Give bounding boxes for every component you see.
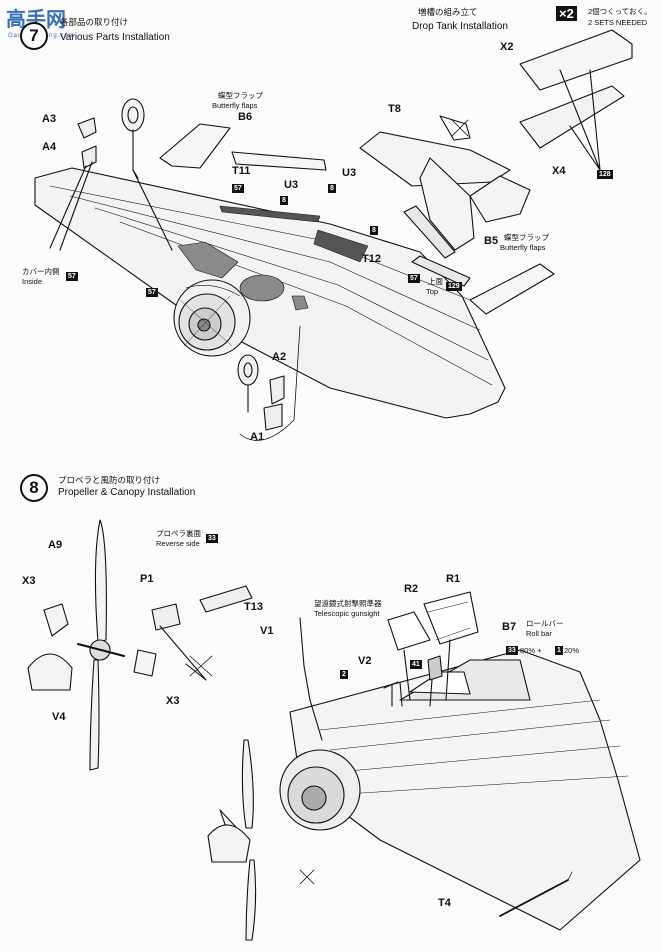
gunsight-jp: 望遠鏡式射撃照準器 [314,599,382,608]
no-glue-icon-1 [451,119,469,137]
roll-bar-en: Roll bar [526,629,552,638]
step-8-badge: 8 [20,474,48,502]
paint-code-8b: 8 [328,184,336,193]
paint-code-8a: 8 [280,196,288,205]
roll-bar-jp: ロールバー [526,619,564,628]
landing-gear-left [49,98,173,251]
part-label-x3-left: X3 [22,575,36,587]
part-label-v1: V1 [260,625,274,637]
paint-code-57d: 57 [146,288,158,297]
part-label-t8: T8 [388,103,401,115]
part-label-a1: A1 [250,431,265,443]
inside-label-en: Inside [22,277,43,286]
step-8-title-jp: プロペラと風防の取り付け [58,475,161,485]
paint-code-8c: 8 [370,226,378,235]
wing-assembly [34,167,506,419]
part-label-b5: B5 [484,235,499,247]
tail-assembly [359,131,531,287]
paint-code-33b: 33 [506,646,518,655]
part-label-v4: V4 [52,711,66,723]
reverse-side-jp: プロペラ裏面 [156,529,201,538]
step-7-title-jp: 各部品の取り付け [60,17,129,27]
part-label-t12: T12 [362,253,381,265]
paint-code-57b: 57 [408,274,420,283]
t4-antenna-rod [499,871,573,917]
butterfly-flaps-en-2: Butterfly flaps [500,243,546,252]
inside-label-jp: カバー内側 [22,267,60,276]
step-8-title-en: Propeller & Canopy Installation [58,487,196,498]
engine-cowling [173,279,251,357]
sets-count-badge: ×2 [556,6,577,21]
part-label-t4: T4 [438,897,451,909]
paint-code-33a: 33 [206,534,218,543]
part-label-t11: T11 [232,165,251,177]
landing-gear-right [237,325,301,441]
part-label-x2: X2 [500,41,514,53]
butterfly-flaps-jp-1: 蝶型フラップ [218,91,263,100]
paint-code-57c: 57 [66,272,78,281]
paint-code-129: 129 [446,282,462,291]
step-7-title-en: Various Parts Installation [60,32,170,43]
paint-code-1: 1 [555,646,563,655]
drop-tank-title-en: Drop Tank Installation [412,21,508,32]
part-label-a4: A4 [42,141,57,153]
gunsight-en: Telescopic gunsight [314,609,380,618]
butterfly-flaps-jp-2: 蝶型フラップ [504,233,549,242]
part-label-x4: X4 [552,165,566,177]
butterfly-flaps-en-1: Butterfly flaps [212,101,258,110]
canopy-parts [299,591,479,741]
drop-tank-parts [439,29,633,171]
part-label-t13: T13 [244,601,263,613]
part-label-b7: B7 [502,621,517,633]
part-label-r2: R2 [404,583,419,595]
paint-code-128: 128 [597,170,613,179]
paint-code-57a: 57 [232,184,244,193]
drop-tank-and-flap [159,123,555,315]
paint-mix-text-2: 20% [564,646,580,655]
part-label-r1: R1 [446,573,461,585]
part-label-u3-right: U3 [342,167,357,179]
part-label-a3: A3 [42,113,57,125]
sets-note-en: 2 SETS NEEDED [588,18,648,27]
part-label-a2: A2 [272,351,287,363]
sets-note-jp: 2個つくっておく。 [588,7,652,16]
part-label-x3-right: X3 [166,695,180,707]
part-label-v2: V2 [358,655,372,667]
drop-tank-title-jp: 増槽の組み立て [418,7,478,17]
paint-code-41: 41 [410,660,422,669]
top-label-en: Top [426,287,439,296]
paint-mix-text: 80% + [520,646,542,655]
top-label-jp: 上面 [428,277,443,286]
fuselage-assembly [207,649,641,941]
part-label-u3-left: U3 [284,179,299,191]
part-label-b6: B6 [238,111,253,123]
paint-code-2: 2 [340,670,348,679]
reverse-side-en: Reverse side [156,539,200,548]
part-label-a9: A9 [48,539,63,551]
propeller-parts [27,519,253,771]
watermark-logo: 高手网 [6,9,66,31]
part-label-p1: P1 [140,573,154,585]
step-7-badge: 7 [20,22,48,50]
